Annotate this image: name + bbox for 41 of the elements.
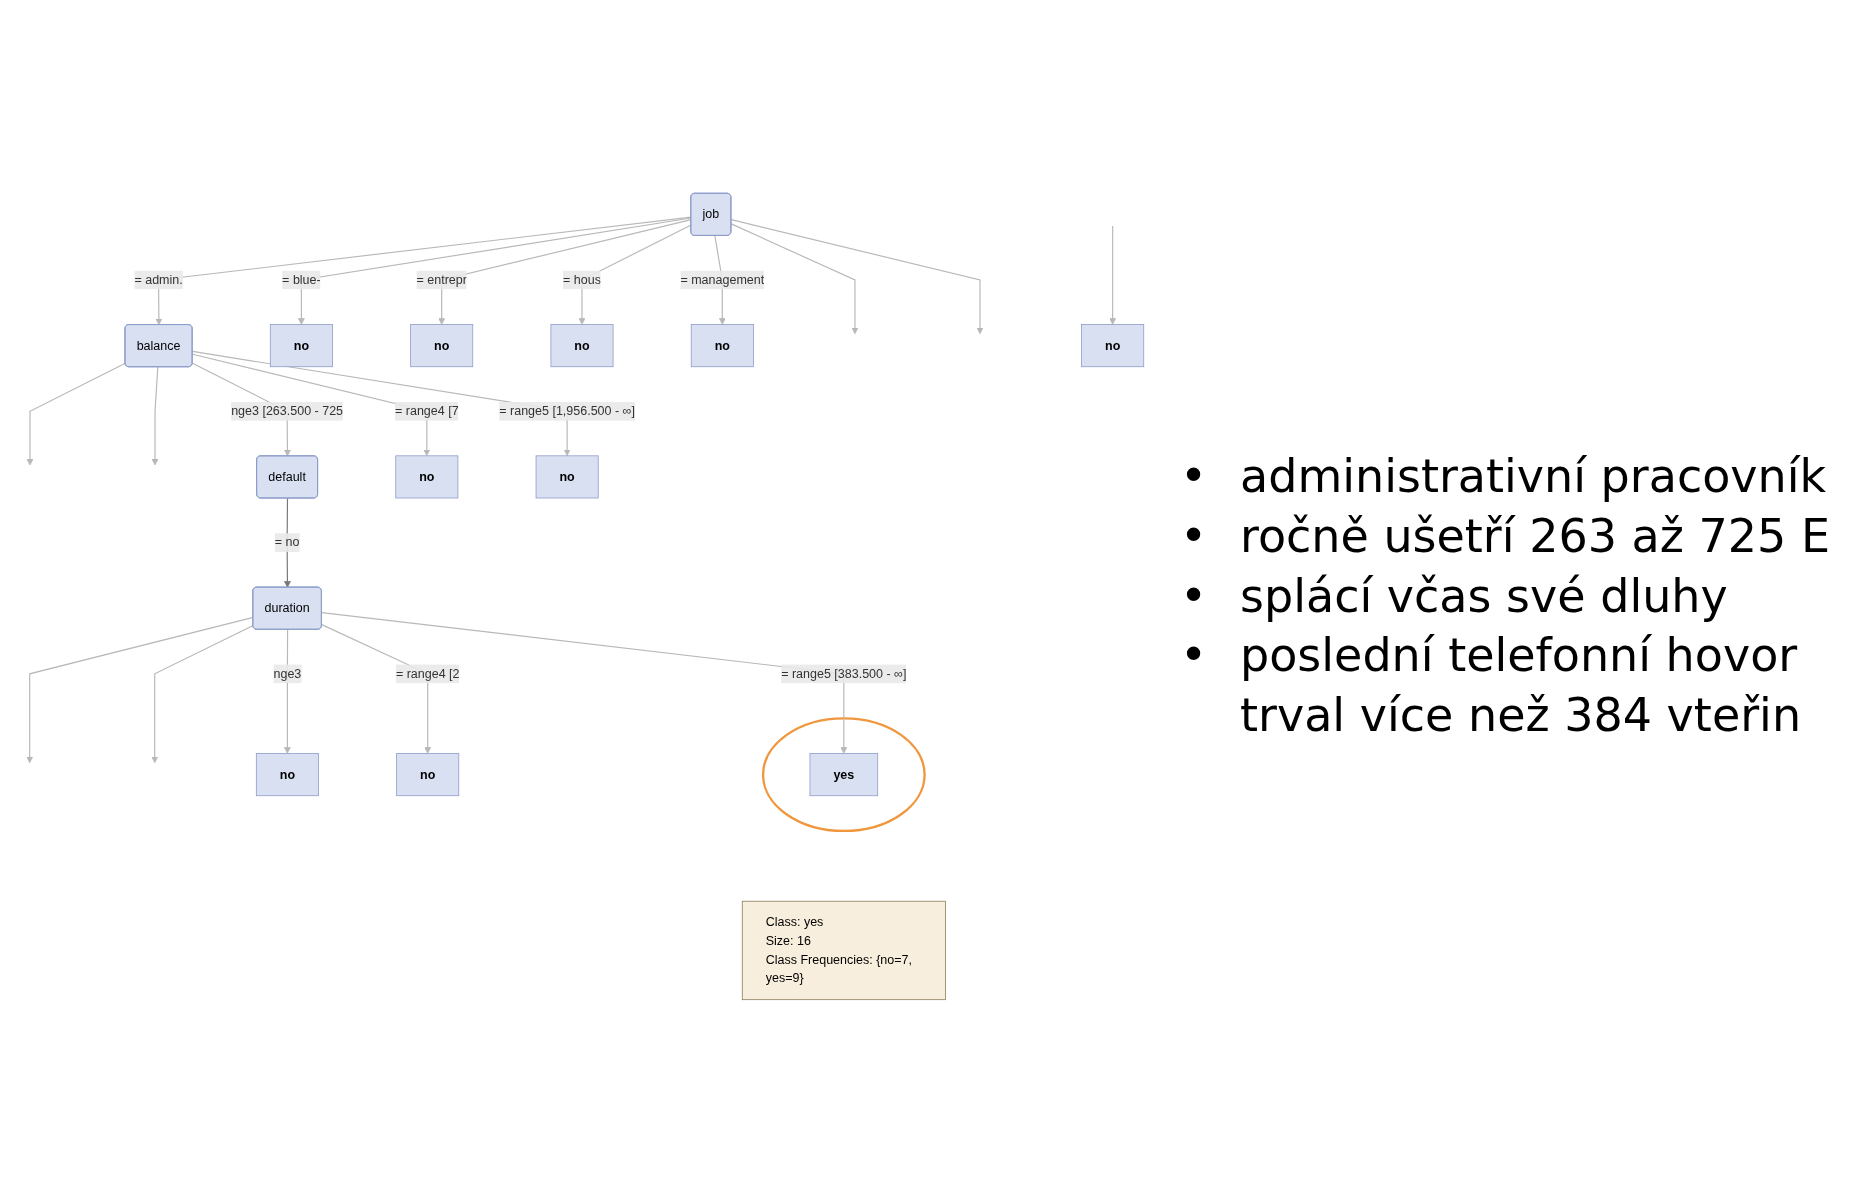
node-box: no (255, 753, 319, 797)
arrow (730, 219, 984, 335)
edge-label: = range4 [2 (395, 666, 460, 681)
edge-label: = blue- (282, 272, 321, 287)
bullet-marker: • (1180, 627, 1209, 685)
bullet-marker: • (1180, 567, 1209, 625)
edge-label: = no (274, 535, 300, 549)
node-box: no (269, 324, 333, 368)
arrow (155, 216, 692, 326)
edge-label: = hous (563, 272, 601, 287)
node-box: no (396, 753, 460, 797)
node-box: no (395, 455, 459, 499)
bullet-marker: • (1180, 448, 1209, 505)
arrow (151, 366, 159, 466)
arrow (1109, 225, 1117, 325)
bullet-text: splácí včas své dluhy (1240, 567, 1728, 625)
edge-label: nge3 [263.500 - 725 (231, 404, 344, 418)
node-box: no (535, 455, 599, 499)
arrow (730, 223, 859, 335)
edge-label: nge3 (273, 666, 302, 681)
arrow (438, 219, 692, 325)
bullet-text: poslední telefonní hovor trval více než 384 vteřin (1240, 627, 1803, 745)
node-box: no (690, 324, 754, 368)
arrow (151, 625, 254, 764)
node-box: no (1081, 324, 1145, 368)
node-box: no (410, 324, 474, 368)
edge-label: = range5 [1,956.500 - ∞] (499, 404, 636, 418)
arrow (26, 616, 254, 764)
node-box: Class: yes Size: 16 Class Frequencies: {no=7, yes=9} (741, 900, 946, 1001)
node-box: no (550, 324, 614, 368)
edge-label: = admin. (134, 272, 183, 287)
arrow (26, 362, 126, 466)
node-box: yes (809, 753, 879, 797)
bullet-text: ročně ušetří 263 až 725 E (1240, 507, 1831, 565)
edge-label: = entrepr (416, 272, 467, 287)
arrow (297, 217, 692, 325)
edge-label: = range4 [7 (395, 404, 459, 418)
edge-label: = range5 [383.500 - ∞] (781, 666, 907, 681)
bullet-text: administrativní pracovník (1240, 448, 1827, 505)
edge-label: = management (680, 272, 765, 287)
bullet-marker: • (1180, 507, 1209, 565)
